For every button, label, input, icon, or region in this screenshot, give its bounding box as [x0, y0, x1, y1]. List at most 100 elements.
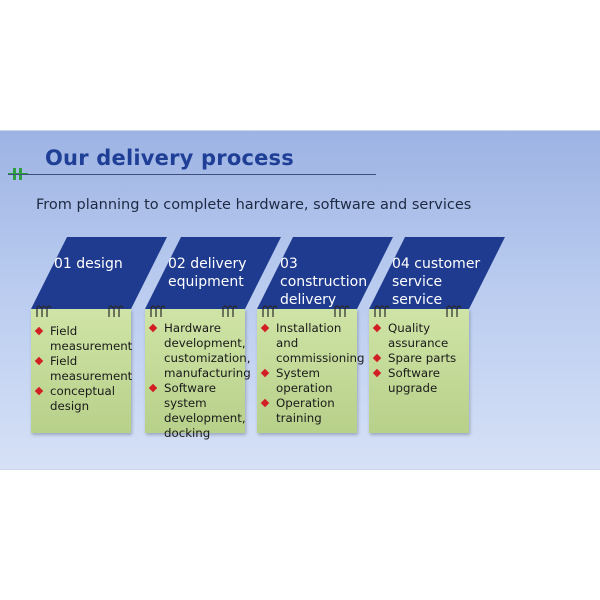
banner-shape [145, 237, 281, 309]
spiral-ring [118, 305, 124, 317]
list-item-text-line: Software [388, 366, 441, 380]
stage-card [145, 309, 245, 433]
list-item-text-line: System [276, 366, 320, 380]
stage-title-line: construction [280, 274, 368, 290]
diamond-bullet-icon [34, 356, 44, 366]
slide-area: Our delivery process From planning to co… [0, 130, 600, 470]
diamond-bullet-icon [372, 323, 382, 333]
banner-parallelogram [257, 237, 393, 309]
list-item-text-line: system [164, 396, 207, 410]
list-item-text-line: manufacturing [164, 366, 251, 380]
spiral-ring [344, 305, 350, 317]
list-item-text-line: docking [164, 426, 211, 440]
diamond-bullet-icon [148, 383, 158, 393]
list-item-text-line: operation [276, 381, 333, 395]
spiral-ring [334, 305, 340, 317]
spiral-ring [262, 305, 268, 317]
spiral-ring [384, 305, 390, 317]
spiral-ring [150, 305, 156, 317]
stage-card [31, 309, 131, 433]
diamond-bullet-icon [34, 326, 44, 336]
stage-title-line: 04 customer [392, 256, 481, 272]
stage-banner [145, 237, 285, 309]
stage-title-line: 02 delivery [168, 256, 247, 272]
spiral-ring [36, 305, 42, 317]
spiral-ring [272, 305, 278, 317]
diamond-bullet-icon [372, 353, 382, 363]
spiral-ring [451, 305, 457, 317]
spiral-binding-icon [36, 305, 124, 317]
spiral-binding-icon [150, 305, 238, 317]
list-item-text-line: development, [164, 411, 246, 425]
spiral-ring [374, 305, 380, 317]
list-item-text-line: measurement [50, 369, 133, 383]
spiral-binding-icon [374, 305, 462, 317]
stage-title-line: delivery [280, 292, 337, 308]
list-item-text-line: Hardware [164, 321, 221, 335]
spiral-ring [456, 305, 462, 317]
list-item-text-line: commissioning [276, 351, 365, 365]
spiral-ring [379, 305, 385, 317]
diamond-bullet-icon [260, 323, 270, 333]
banner-parallelogram [369, 237, 505, 309]
spiral-ring [46, 305, 52, 317]
list-item-text-line: Quality [388, 321, 431, 335]
list-item-text-line: measurement [50, 339, 133, 353]
stage-title-line: 03 [280, 256, 298, 272]
spiral-ring [227, 305, 233, 317]
list-item-text-line: customization, [164, 351, 251, 365]
spiral-ring [113, 305, 119, 317]
list-item-text-line: Software [164, 381, 217, 395]
list-item-text-line: Installation [276, 321, 342, 335]
stage-card [369, 309, 469, 433]
list-item-text-line: training [276, 411, 322, 425]
spiral-binding-icon [262, 305, 350, 317]
banner-parallelogram [145, 237, 281, 309]
banner-shape [31, 237, 167, 309]
stage-card [257, 309, 357, 433]
stage-title-line: 01 design [54, 256, 123, 272]
list-item-text-line: development, [164, 336, 246, 350]
list-item-text-line: conceptual [50, 384, 116, 398]
list-item-text-line: Field [50, 354, 78, 368]
diamond-bullet-icon [260, 398, 270, 408]
spiral-ring [267, 305, 273, 317]
list-item-text-line: Field [50, 324, 78, 338]
stage-banner [31, 237, 171, 309]
spiral-ring [160, 305, 166, 317]
list-item-text-line: design [50, 399, 90, 413]
page-subtitle: From planning to complete hardware, soft… [36, 197, 472, 213]
diamond-bullet-icon [148, 323, 158, 333]
spiral-ring [446, 305, 452, 317]
spiral-ring [339, 305, 345, 317]
spiral-ring [108, 305, 114, 317]
list-item-text-line: upgrade [388, 381, 438, 395]
spiral-ring [41, 305, 47, 317]
list-item-text-line: assurance [388, 336, 449, 350]
stage-banner [257, 237, 397, 309]
stage-banner [369, 237, 509, 309]
banner-shape [257, 237, 393, 309]
spiral-ring [232, 305, 238, 317]
stage-title-line: service [392, 292, 443, 308]
diamond-bullet-icon [372, 368, 382, 378]
stage-title-line: service [392, 274, 443, 290]
diamond-bullet-icon [34, 386, 44, 396]
spiral-ring [222, 305, 228, 317]
spiral-ring [155, 305, 161, 317]
list-item: Spare parts [371, 351, 456, 366]
banner-shape [369, 237, 505, 309]
